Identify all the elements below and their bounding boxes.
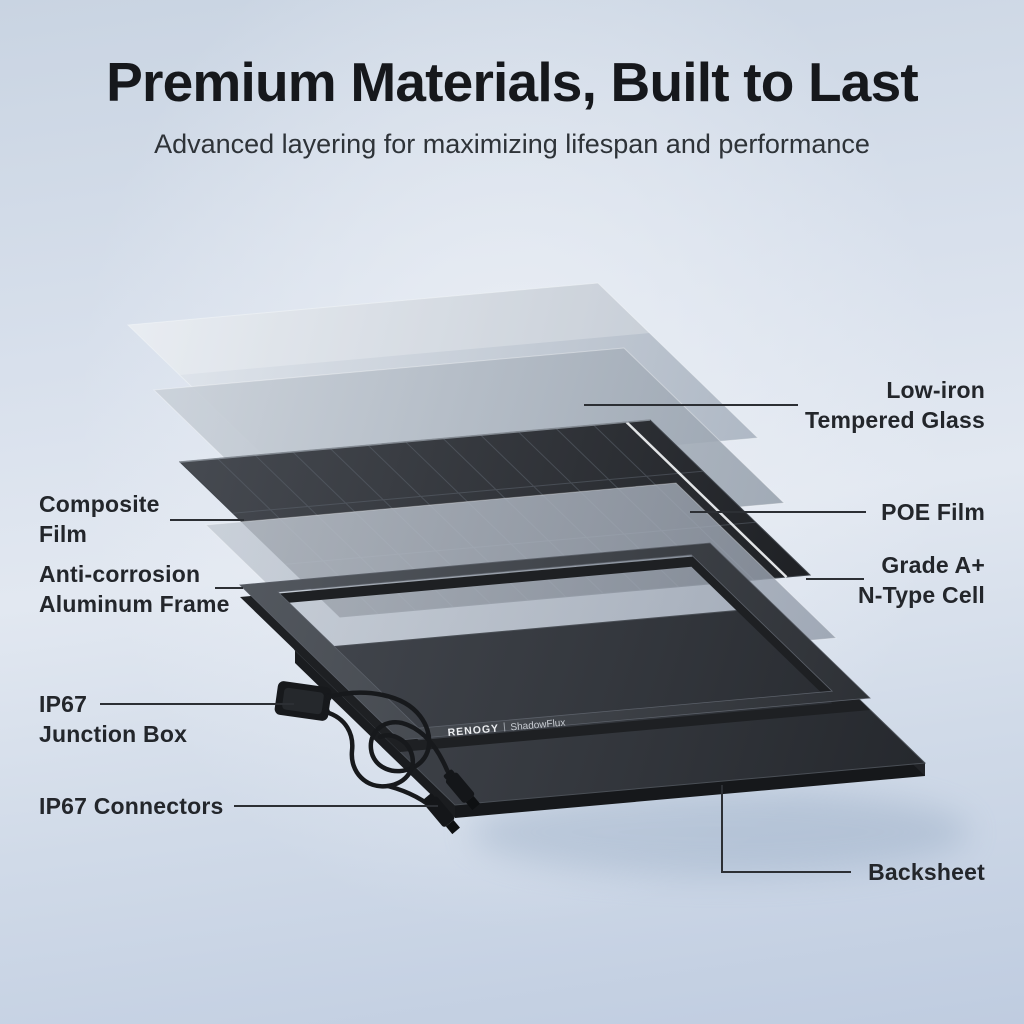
label-n-type-cell: Grade A+ N-Type Cell xyxy=(857,552,985,608)
label-composite-film: Composite Film xyxy=(39,491,160,547)
leader-lines xyxy=(100,404,866,873)
mc4-connector-1 xyxy=(443,769,480,811)
aluminum-frame-layer xyxy=(239,542,871,752)
panel-shadow xyxy=(470,788,970,876)
brand-product: ShadowFlux xyxy=(510,718,566,734)
header: Premium Materials, Built to Last Advance… xyxy=(0,52,1024,160)
cell-edge-highlight xyxy=(179,419,651,463)
brand-logo: RENOGY ShadowFlux xyxy=(447,718,566,739)
label-junction-box: IP67 Junction Box xyxy=(39,691,188,747)
label-poe-film: POE Film xyxy=(881,499,985,525)
leader-backsheet xyxy=(721,785,851,873)
label-connectors: IP67 Connectors xyxy=(39,793,224,819)
cell-busbar xyxy=(625,421,788,578)
page-title: Premium Materials, Built to Last xyxy=(106,51,919,113)
mc4-connector-2 xyxy=(423,793,460,835)
junction-box-assembly xyxy=(274,681,480,835)
brand-name: RENOGY xyxy=(447,722,499,739)
label-aluminum-frame: Anti-corrosion Aluminum Frame xyxy=(39,561,230,617)
brand-divider xyxy=(503,722,506,732)
label-backsheet: Backsheet xyxy=(868,859,985,885)
glass-highlight xyxy=(128,283,650,375)
label-tempered-glass: Low-iron Tempered Glass xyxy=(804,377,985,433)
page-subtitle: Advanced layering for maximizing lifespa… xyxy=(154,129,870,159)
